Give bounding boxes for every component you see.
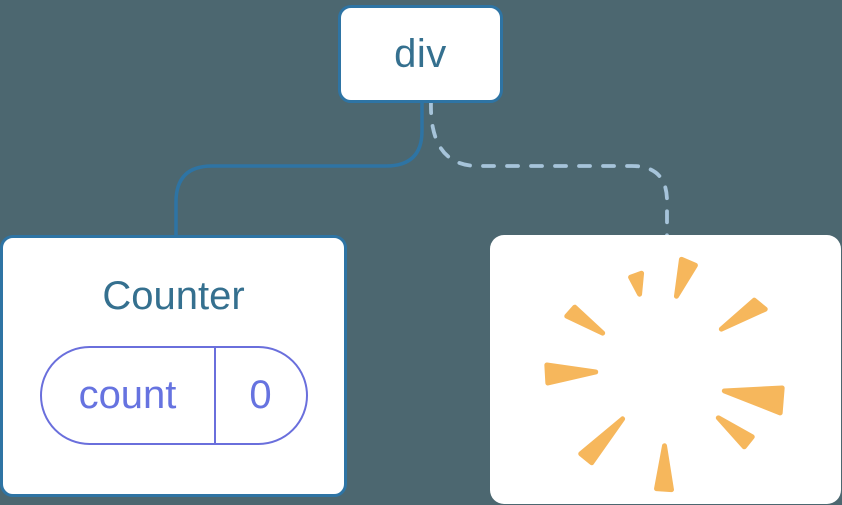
tree-node-removed bbox=[490, 235, 841, 504]
div-node-label: div bbox=[394, 31, 447, 76]
state-value: 0 bbox=[249, 373, 272, 417]
state-pill: count 0 bbox=[39, 346, 308, 445]
solid-connector-line bbox=[174, 102, 424, 236]
poof-burst-icon bbox=[544, 256, 785, 492]
dashed-connector-line bbox=[429, 100, 669, 238]
state-key-label: count bbox=[42, 348, 216, 443]
tree-node-div: div bbox=[338, 5, 503, 103]
tree-node-counter: Counter count 0 bbox=[0, 235, 347, 497]
counter-node-title: Counter bbox=[102, 274, 245, 318]
